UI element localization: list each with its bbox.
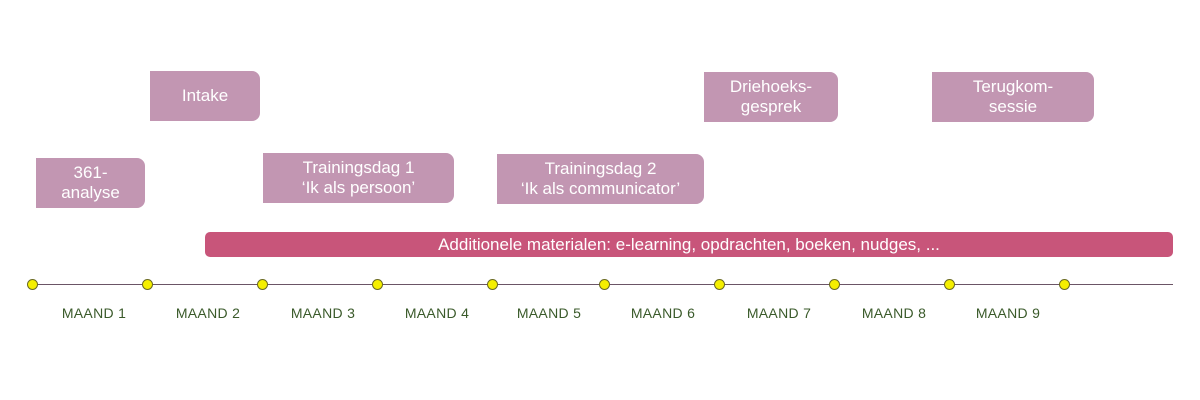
event-trainingsdag-1: Trainingsdag 1 ‘Ik als persoon’	[263, 153, 454, 203]
month-label: MAAND 6	[630, 305, 696, 321]
timeline-marker	[714, 279, 725, 290]
month-label: MAAND 4	[404, 305, 470, 321]
event-label-line: 361-	[73, 163, 108, 182]
timeline-marker	[1059, 279, 1070, 290]
event-intake: Intake	[150, 71, 260, 121]
month-label: MAAND 3	[290, 305, 356, 321]
month-label: MAAND 7	[746, 305, 812, 321]
timeline-marker	[27, 279, 38, 290]
month-label: MAAND 1	[61, 305, 127, 321]
event-label-line: Intake	[181, 86, 229, 105]
month-label: MAAND 8	[861, 305, 927, 321]
additional-materials-bar: Additionele materialen: e-learning, opdr…	[205, 232, 1173, 257]
timeline-marker	[944, 279, 955, 290]
timeline-marker	[372, 279, 383, 290]
event-label-line: gesprek	[740, 97, 802, 116]
event-label-line: Driehoeks-	[729, 77, 813, 96]
event-label-line: Trainingsdag 1	[302, 158, 415, 177]
event-label-line: ‘Ik als communicator’	[520, 179, 681, 198]
month-label: MAAND 2	[175, 305, 241, 321]
event-label-line: sessie	[988, 97, 1038, 116]
timeline-marker	[257, 279, 268, 290]
event-label-line: ‘Ik als persoon’	[301, 178, 416, 197]
event-361-analyse: 361- analyse	[36, 158, 145, 208]
event-label-line: analyse	[61, 183, 120, 202]
event-driehoeksgesprek: Driehoeks- gesprek	[704, 72, 838, 122]
event-trainingsdag-2: Trainingsdag 2 ‘Ik als communicator’	[497, 154, 704, 204]
event-terugkomsessie: Terugkom- sessie	[932, 72, 1094, 122]
timeline-marker	[142, 279, 153, 290]
event-label-line: Terugkom-	[972, 77, 1054, 96]
timeline-marker	[487, 279, 498, 290]
event-label-line: Trainingsdag 2	[544, 159, 657, 178]
month-label: MAAND 9	[975, 305, 1041, 321]
timeline-marker	[599, 279, 610, 290]
timeline-marker	[829, 279, 840, 290]
month-label: MAAND 5	[516, 305, 582, 321]
additional-materials-label: Additionele materialen: e-learning, opdr…	[438, 234, 940, 254]
